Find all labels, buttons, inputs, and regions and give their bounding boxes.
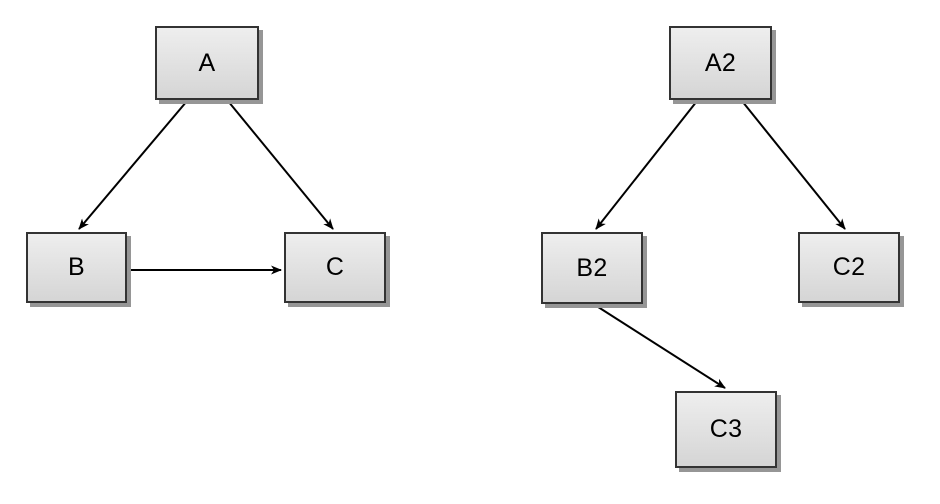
node-c[interactable]: C	[284, 232, 386, 303]
node-label: C2	[832, 253, 866, 281]
node-label: C	[325, 253, 345, 281]
node-c2[interactable]: C2	[798, 232, 900, 303]
node-a[interactable]: A	[155, 26, 259, 100]
node-b[interactable]: B	[26, 232, 127, 303]
node-label: C3	[709, 415, 743, 443]
node-label: B	[68, 253, 85, 281]
node-label: B2	[576, 253, 608, 282]
node-label: A	[198, 48, 216, 77]
node-b2[interactable]: B2	[541, 232, 643, 304]
edge-a-to-b	[78, 100, 188, 230]
node-c3[interactable]: C3	[675, 391, 777, 468]
edges-group	[78, 100, 846, 389]
node-label: A2	[704, 48, 737, 77]
edge-a2-to-c2	[741, 100, 846, 230]
node-a2[interactable]: A2	[669, 26, 772, 100]
edge-a-to-c	[227, 100, 334, 230]
edge-b2-to-c3	[594, 304, 726, 389]
edge-a2-to-b2	[595, 100, 698, 230]
